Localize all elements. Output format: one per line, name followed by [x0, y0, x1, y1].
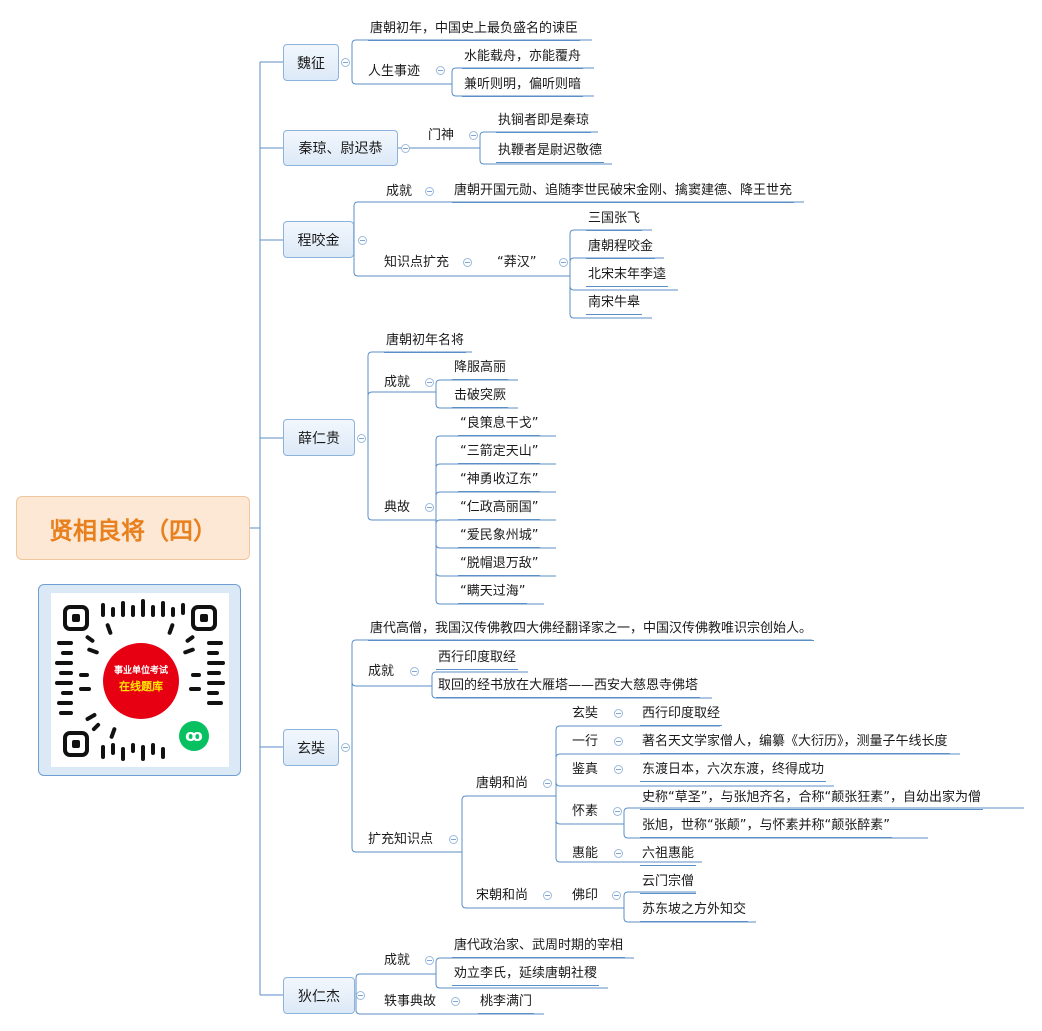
- node-tang-monks[interactable]: 唐朝和尚: [476, 776, 529, 791]
- collapse-toggle-icon[interactable]: [356, 991, 365, 1000]
- collapse-toggle-icon[interactable]: [358, 236, 367, 245]
- node-di-achieve-1[interactable]: 唐代政治家、武周时期的宰相: [452, 938, 626, 958]
- collapse-toggle-icon[interactable]: [559, 258, 568, 267]
- node-xuan-ext[interactable]: 扩充知识点: [368, 832, 434, 847]
- node-cheng-mang[interactable]: “莽汉”: [497, 255, 537, 270]
- node-xuanzang[interactable]: 玄奘: [283, 729, 339, 766]
- node-weizheng-intro[interactable]: 唐朝初年，中国史上最负盛名的谏臣: [368, 21, 581, 41]
- node-foyin-1[interactable]: 云门宗僧: [640, 874, 697, 894]
- node-song-monks[interactable]: 宋朝和尚: [476, 888, 529, 903]
- collapse-toggle-icon[interactable]: [614, 737, 623, 746]
- node-xue-achieve-1[interactable]: 降服高丽: [452, 360, 509, 380]
- node-xue-intro[interactable]: 唐朝初年名将: [384, 333, 467, 353]
- node-weizheng[interactable]: 魏征: [283, 44, 339, 81]
- collapse-toggle-icon[interactable]: [614, 709, 623, 718]
- collapse-toggle-icon[interactable]: [614, 765, 623, 774]
- node-tang-1-name[interactable]: 玄奘: [572, 706, 599, 721]
- node-xue-story-5[interactable]: “爱民象州城”: [458, 528, 541, 548]
- qr-center-badge: 事业单位考试 在线题库: [103, 643, 179, 719]
- node-tang-4-name[interactable]: 怀素: [572, 804, 599, 819]
- node-direnjie[interactable]: 狄仁杰: [283, 977, 355, 1014]
- collapse-toggle-icon[interactable]: [614, 849, 623, 858]
- collapse-toggle-icon[interactable]: [410, 667, 419, 676]
- collapse-toggle-icon[interactable]: [425, 503, 434, 512]
- node-xue-story-4[interactable]: “仁政高丽国”: [458, 500, 541, 520]
- node-xue-story-1[interactable]: “良策息干戈”: [458, 416, 541, 436]
- collapse-toggle-icon[interactable]: [425, 187, 434, 196]
- qr-code-image: 事业单位考试 在线题库 ꝏ: [51, 593, 229, 767]
- node-di-anecdote-1[interactable]: 桃李满门: [478, 994, 535, 1014]
- node-di-anecdote[interactable]: 轶事典故: [384, 994, 437, 1009]
- root-title[interactable]: 贤相良将（四）: [16, 496, 250, 560]
- node-door-god-2[interactable]: 执鞭者是尉迟敬德: [496, 143, 605, 163]
- node-xue-achieve-2[interactable]: 击破突厥: [452, 388, 509, 408]
- node-xue-story-6[interactable]: “脱帽退万敌”: [458, 556, 541, 576]
- qr-badge-line1: 事业单位考试: [113, 666, 168, 676]
- node-xuan-intro[interactable]: 唐代高僧，我国汉传佛教四大佛经翻译家之一，中国汉传佛教唯识宗创始人。: [368, 621, 815, 641]
- qr-badge-line2: 在线题库: [119, 680, 163, 693]
- node-mang-3[interactable]: 北宋末年李逵: [586, 267, 669, 287]
- node-tang-3-name[interactable]: 鉴真: [572, 762, 599, 777]
- node-qinqiong-yuchigong[interactable]: 秦琼、尉迟恭: [283, 130, 398, 166]
- node-weizheng-life-1[interactable]: 水能载舟，亦能覆舟: [462, 49, 584, 69]
- node-cheng-achieve-text[interactable]: 唐朝开国元勋、追随李世民破宋金刚、擒窦建德、降王世充: [452, 183, 795, 203]
- collapse-toggle-icon[interactable]: [543, 891, 552, 900]
- collapse-toggle-icon[interactable]: [469, 131, 478, 140]
- node-cheng-achieve[interactable]: 成就: [386, 184, 413, 199]
- node-cheng-knowledge[interactable]: 知识点扩充: [384, 255, 450, 270]
- node-mang-2[interactable]: 唐朝程咬金: [586, 239, 656, 259]
- collapse-toggle-icon[interactable]: [357, 434, 366, 443]
- collapse-toggle-icon[interactable]: [463, 258, 472, 267]
- qr-pattern-icon: [55, 599, 225, 761]
- node-di-achieve[interactable]: 成就: [384, 953, 411, 968]
- collapse-toggle-icon[interactable]: [401, 144, 410, 153]
- collapse-toggle-icon[interactable]: [613, 807, 622, 816]
- node-xue-story-7[interactable]: “瞒天过海”: [458, 584, 528, 604]
- collapse-toggle-icon[interactable]: [341, 58, 350, 67]
- collapse-toggle-icon[interactable]: [425, 378, 434, 387]
- qr-code-card: 事业单位考试 在线题库 ꝏ: [38, 584, 241, 776]
- node-xuan-achieve-2[interactable]: 取回的经书放在大雁塔——西安大慈恩寺佛塔: [436, 678, 701, 698]
- node-door-god[interactable]: 门神: [428, 128, 455, 143]
- collapse-toggle-icon[interactable]: [451, 997, 460, 1006]
- node-xuan-achieve[interactable]: 成就: [368, 664, 395, 679]
- node-xuan-achieve-1[interactable]: 西行印度取经: [436, 650, 519, 670]
- node-mang-4[interactable]: 南宋牛皋: [586, 295, 643, 315]
- node-weizheng-life-2[interactable]: 兼听则明，偏听则暗: [462, 77, 584, 97]
- node-tang-3-desc[interactable]: 东渡日本，六次东渡，终得成功: [640, 762, 827, 782]
- collapse-toggle-icon[interactable]: [425, 956, 434, 965]
- node-xue-story[interactable]: 典故: [384, 500, 411, 515]
- node-tang-1-desc[interactable]: 西行印度取经: [640, 706, 723, 726]
- node-foyin[interactable]: 佛印: [572, 888, 599, 903]
- wechat-miniprogram-icon: ꝏ: [179, 721, 209, 751]
- collapse-toggle-icon[interactable]: [543, 779, 552, 788]
- node-chengyaojin[interactable]: 程咬金: [283, 221, 354, 258]
- node-di-achieve-2[interactable]: 劝立李氏，延续唐朝社稷: [452, 966, 600, 986]
- node-mang-1[interactable]: 三国张飞: [586, 211, 643, 231]
- node-tang-2-desc[interactable]: 著名天文学家僧人，编纂《大衍历》，测量子午线长度: [640, 734, 950, 754]
- node-xue-story-3[interactable]: “神勇收辽东”: [458, 472, 541, 492]
- node-weizheng-life[interactable]: 人生事迹: [368, 64, 421, 79]
- node-xue-story-2[interactable]: “三箭定天山”: [458, 444, 541, 464]
- collapse-toggle-icon[interactable]: [436, 66, 445, 75]
- node-tang-5-name[interactable]: 惠能: [572, 846, 599, 861]
- node-door-god-1[interactable]: 执锏者即是秦琼: [496, 113, 592, 133]
- node-tang-5-desc[interactable]: 六祖惠能: [640, 846, 697, 866]
- node-tang-4-desc-1[interactable]: 史称“草圣”，与张旭齐名，合称“颠张狂素”，自幼出家为僧: [640, 790, 983, 810]
- collapse-toggle-icon[interactable]: [612, 891, 621, 900]
- node-tang-4-desc-2[interactable]: 张旭，世称“张颠”，与怀素并称“颠张醉素”: [640, 818, 892, 838]
- node-xue-achieve[interactable]: 成就: [384, 375, 411, 390]
- node-xuerengui[interactable]: 薛仁贵: [283, 419, 355, 456]
- node-tang-2-name[interactable]: 一行: [572, 734, 599, 749]
- collapse-toggle-icon[interactable]: [341, 743, 350, 752]
- node-foyin-2[interactable]: 苏东坡之方外知交: [640, 902, 749, 922]
- collapse-toggle-icon[interactable]: [449, 835, 458, 844]
